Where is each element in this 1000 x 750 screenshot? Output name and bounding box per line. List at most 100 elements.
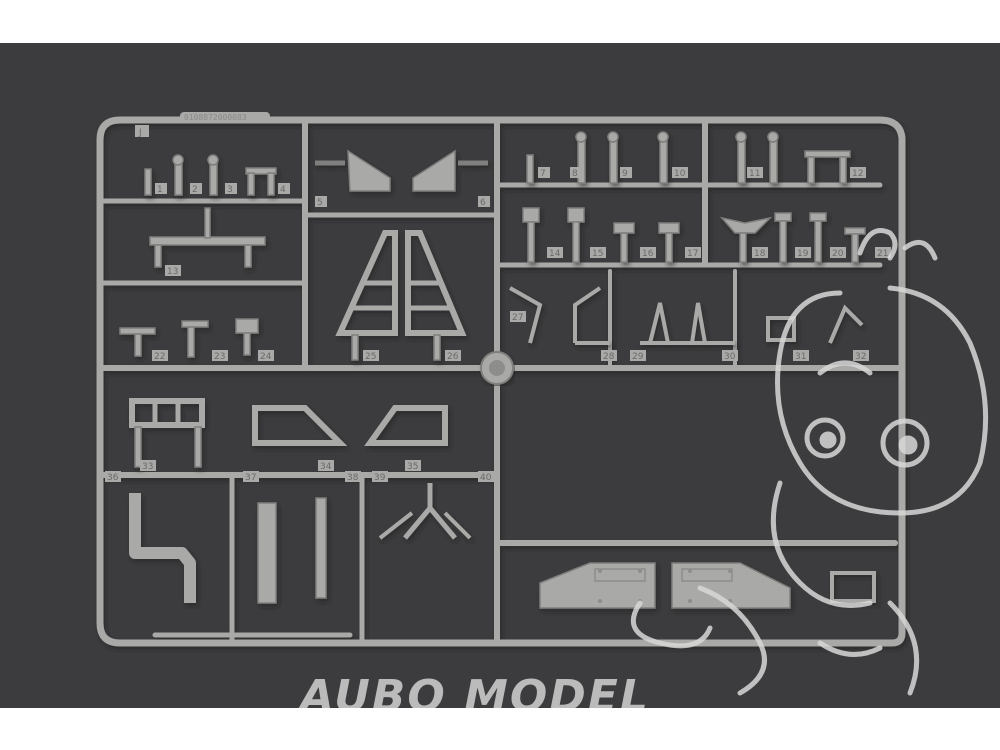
part-number: 9 bbox=[622, 169, 628, 179]
sprue-code: 0108872000083 bbox=[184, 113, 247, 122]
tab-plate bbox=[105, 471, 121, 482]
part-number-tab: 13 bbox=[165, 265, 181, 277]
tab-plate bbox=[363, 350, 379, 361]
part-number-tab: 27 bbox=[510, 311, 526, 323]
tab-plate bbox=[590, 247, 606, 258]
part-number: 13 bbox=[167, 267, 178, 277]
part-number: 38 bbox=[347, 473, 359, 483]
part-fittings-22-24 bbox=[119, 318, 259, 358]
part-bar-13 bbox=[149, 207, 266, 268]
part-number-tab: 1 bbox=[155, 183, 167, 195]
tab-plate bbox=[190, 183, 202, 194]
tab-plate bbox=[620, 167, 632, 178]
part-number: 5 bbox=[317, 198, 323, 208]
part-number-tab: 17 bbox=[685, 247, 701, 259]
part-number-tab: 23 bbox=[212, 350, 228, 362]
tab-plate bbox=[318, 460, 334, 471]
tab-plate bbox=[258, 350, 274, 361]
tab-plate bbox=[372, 471, 388, 482]
tab-plate bbox=[345, 471, 361, 482]
tab-plate bbox=[315, 196, 327, 207]
part-number: 6 bbox=[480, 198, 486, 208]
part-frame-33 bbox=[129, 398, 205, 468]
part-number: 3 bbox=[227, 185, 233, 195]
part-number-tab: 32 bbox=[853, 350, 869, 362]
tab-plate bbox=[547, 247, 563, 258]
tab-plate bbox=[478, 471, 494, 482]
part-number-tab: 39 bbox=[372, 471, 388, 483]
part-number: 8 bbox=[572, 169, 578, 179]
part-number: 20 bbox=[832, 249, 844, 259]
sprue-letter: J bbox=[138, 128, 142, 138]
part-number: 27 bbox=[512, 313, 523, 323]
part-number: 16 bbox=[642, 249, 654, 259]
part-number-tab: 20 bbox=[830, 247, 846, 259]
part-number-tab: 16 bbox=[640, 247, 656, 259]
part-number: 17 bbox=[687, 249, 698, 259]
part-number-tab: 21 bbox=[875, 247, 891, 259]
part-small-posts-top-left bbox=[144, 154, 277, 196]
part-number: 30 bbox=[724, 352, 736, 362]
part-number-tab: 36 bbox=[105, 471, 121, 483]
tab-plate bbox=[538, 167, 550, 178]
tab-plate bbox=[212, 350, 228, 361]
part-number: 2 bbox=[192, 185, 198, 195]
part-number-tab: 34 bbox=[318, 460, 334, 472]
part-brace-26 bbox=[405, 230, 467, 336]
sprue-photo: 0108872000083 J bbox=[0, 43, 1000, 708]
part-number: 32 bbox=[855, 352, 866, 362]
code-plate bbox=[180, 112, 270, 123]
tab-plate bbox=[752, 247, 768, 258]
part-pipe-36 bbox=[129, 493, 196, 603]
part-gusset-6 bbox=[412, 149, 456, 192]
part-number: 26 bbox=[447, 352, 459, 362]
part-number-tab: 5 bbox=[315, 196, 327, 208]
part-number-tab: 6 bbox=[478, 196, 490, 208]
sprue-hub-center bbox=[489, 360, 505, 376]
tab-plate bbox=[747, 167, 763, 178]
part-number-tab: 8 bbox=[570, 167, 582, 179]
part-number: 22 bbox=[154, 352, 165, 362]
watermark-mascot bbox=[630, 228, 989, 696]
part-number: 15 bbox=[592, 249, 603, 259]
part-legs-27-32 bbox=[509, 286, 864, 344]
part-number: 4 bbox=[280, 185, 286, 195]
part-number: 35 bbox=[407, 462, 418, 472]
tab-plate bbox=[601, 350, 617, 361]
part-number: 23 bbox=[214, 352, 225, 362]
part-number: 28 bbox=[603, 352, 615, 362]
part-number: 33 bbox=[142, 462, 153, 472]
part-number-tab: 30 bbox=[722, 350, 738, 362]
part-number-tab: 29 bbox=[630, 350, 646, 362]
part-bracket-34 bbox=[252, 405, 348, 446]
part-number-tab: 7 bbox=[538, 167, 550, 179]
tab-plate bbox=[640, 247, 656, 258]
tab-plate bbox=[853, 350, 869, 361]
tab-plate bbox=[278, 183, 290, 194]
part-number-tab: 24 bbox=[258, 350, 274, 362]
part-number: 36 bbox=[107, 473, 119, 483]
part-struts-39-40 bbox=[378, 483, 472, 540]
tab-plate bbox=[672, 167, 688, 178]
tab-plate bbox=[445, 350, 461, 361]
part-number: 11 bbox=[749, 169, 760, 179]
part-bracket-35 bbox=[364, 405, 448, 446]
tab-plate bbox=[155, 183, 167, 194]
tab-plate bbox=[570, 167, 582, 178]
parts bbox=[119, 131, 876, 609]
sprue-scene: 0108872000083 J bbox=[0, 43, 1000, 708]
part-number-tab: 33 bbox=[140, 460, 156, 472]
part-number-tab: 28 bbox=[601, 350, 617, 362]
part-number-tab: 11 bbox=[747, 167, 763, 179]
part-number: 37 bbox=[245, 473, 256, 483]
tab-plate bbox=[630, 350, 646, 361]
part-number: 19 bbox=[797, 249, 809, 259]
part-number-tab: 18 bbox=[752, 247, 768, 259]
part-number: 24 bbox=[260, 352, 272, 362]
tab-plate bbox=[152, 350, 168, 361]
part-number-tab: 25 bbox=[363, 350, 379, 362]
tab-plate bbox=[405, 460, 421, 471]
part-number: 40 bbox=[480, 473, 492, 483]
part-gusset-5 bbox=[347, 149, 391, 192]
part-number: 12 bbox=[852, 169, 863, 179]
